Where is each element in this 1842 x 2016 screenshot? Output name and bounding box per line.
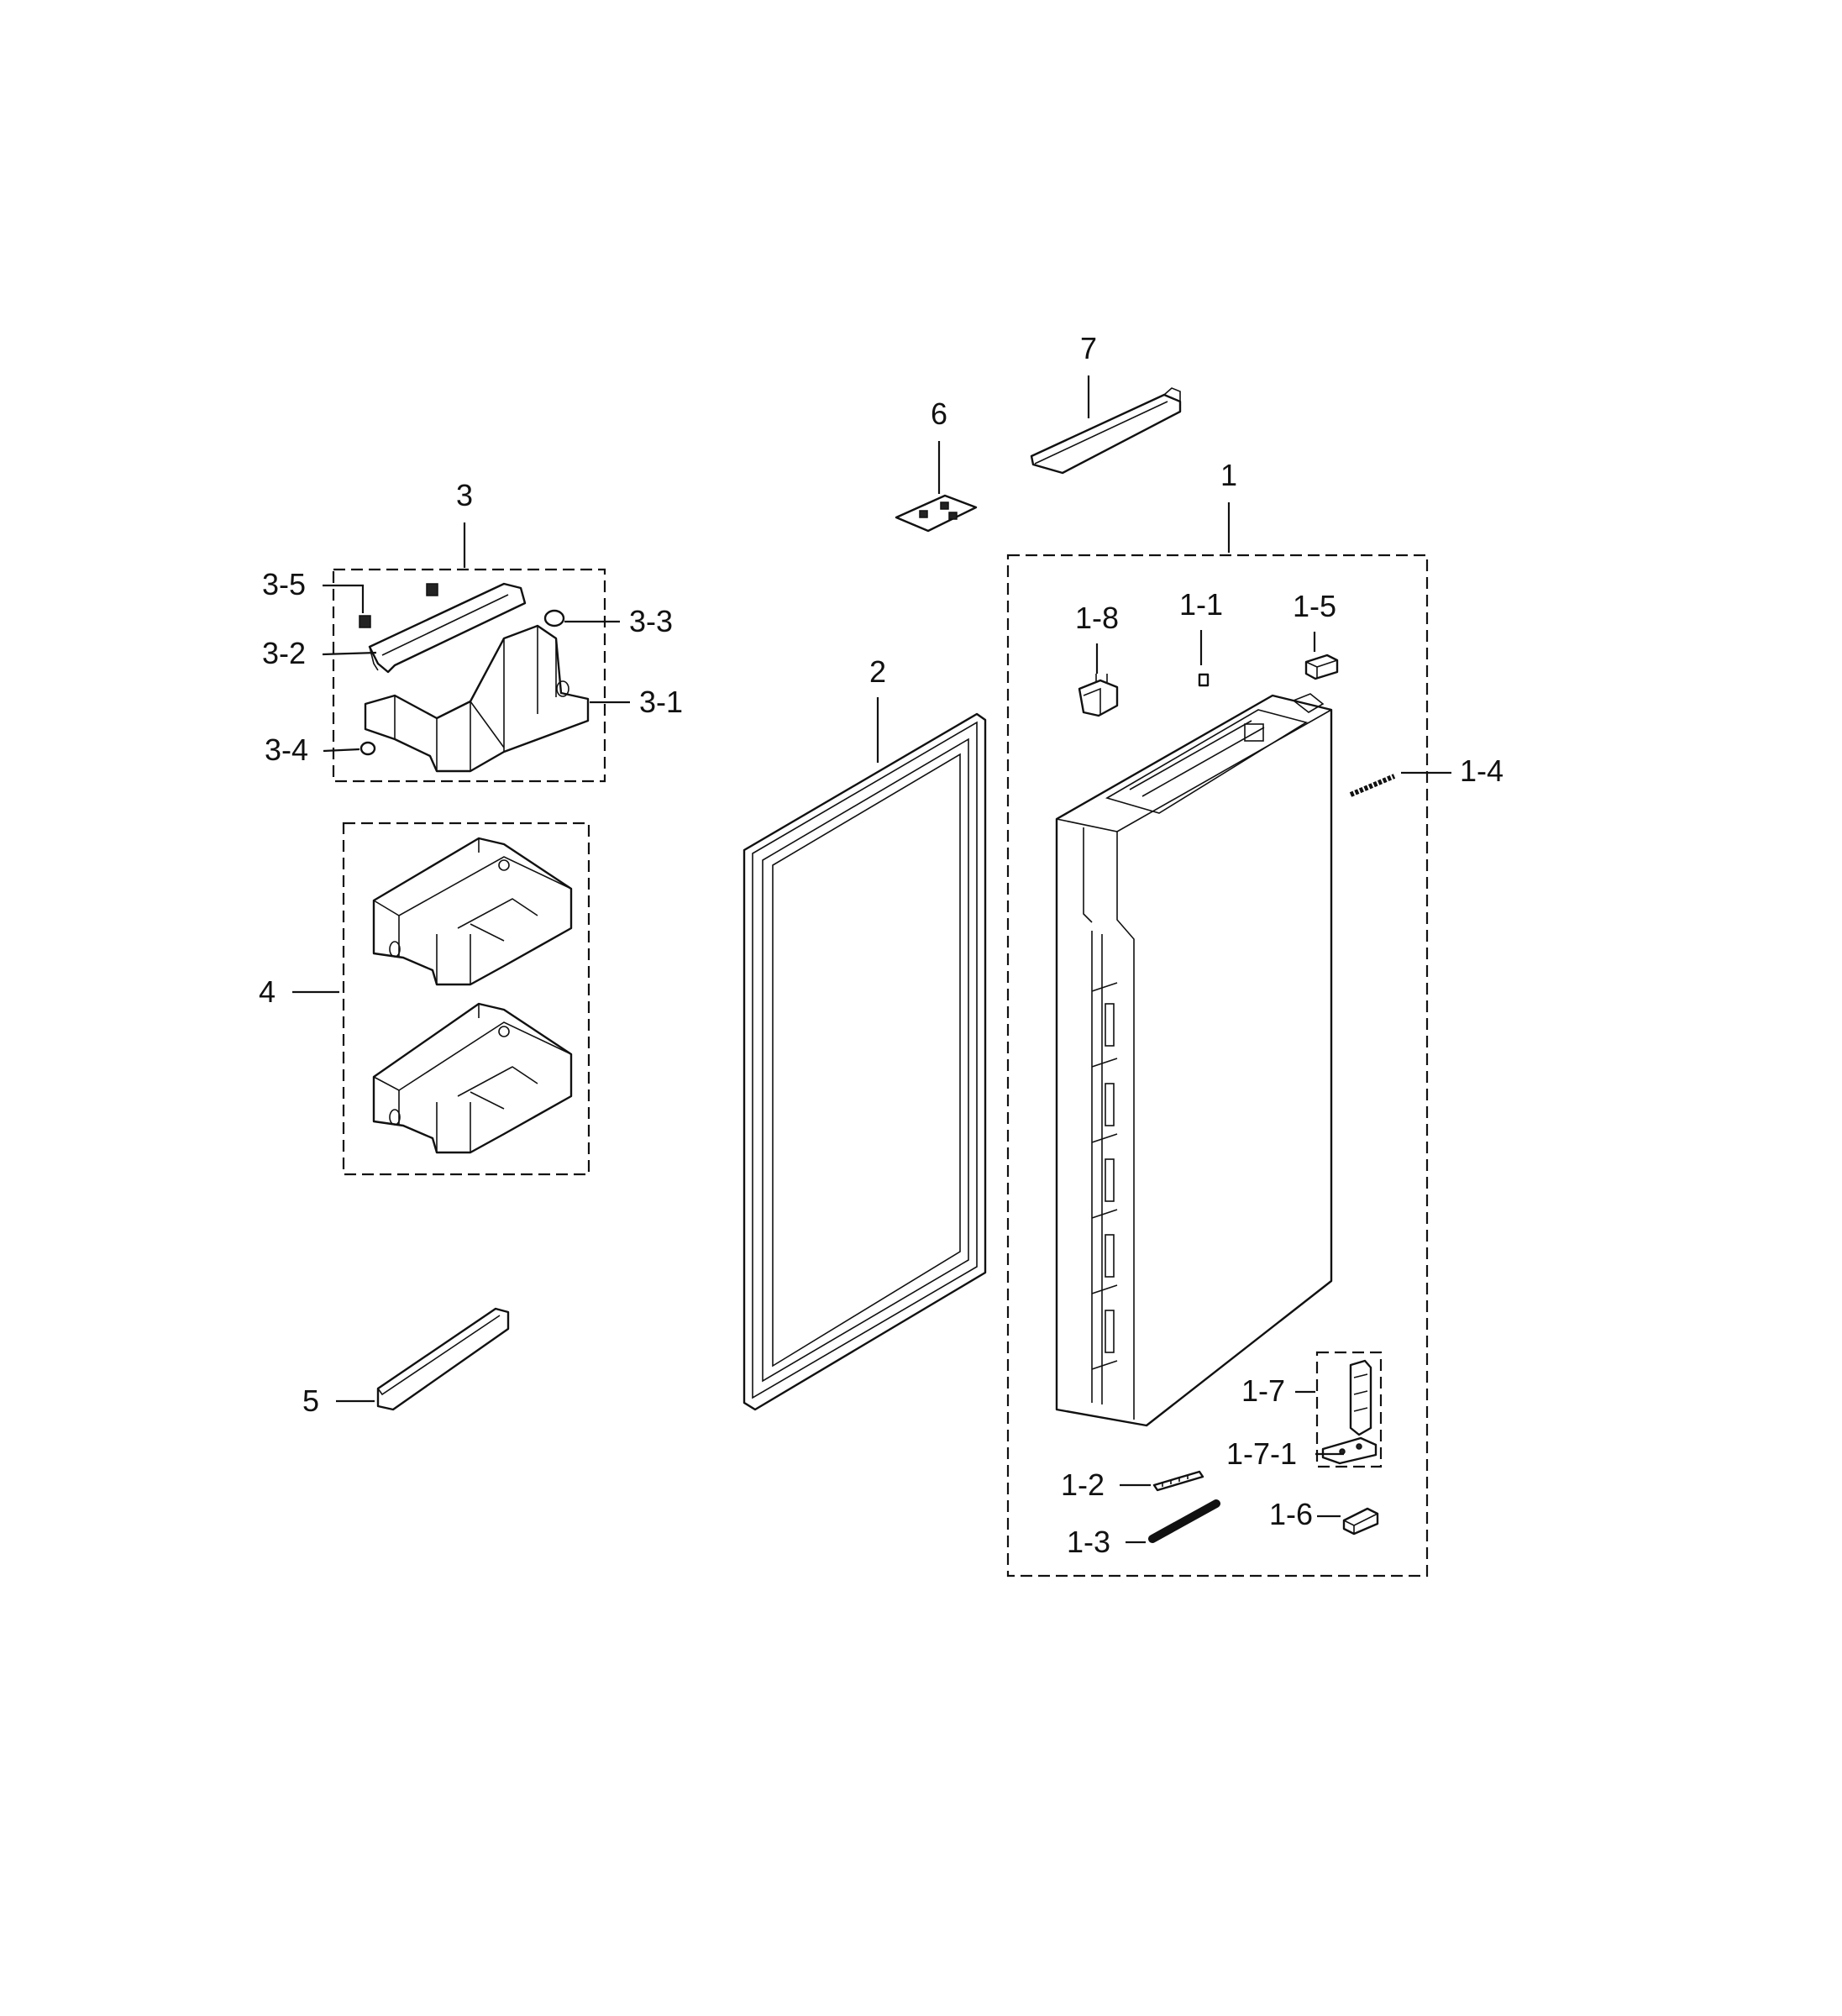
group-4-boundary bbox=[342, 822, 590, 1176]
part-3-1-bin bbox=[364, 624, 590, 773]
label-1-7-1: 1-7-1 bbox=[1226, 1436, 1297, 1471]
leader-3-4 bbox=[323, 748, 360, 753]
part-1-3-gasket-strip bbox=[1148, 1499, 1220, 1543]
part-4-bin-lower bbox=[372, 1002, 573, 1154]
group-1: 1 bbox=[1006, 458, 1504, 1578]
group-3-boundary bbox=[332, 568, 606, 783]
label-7: 7 bbox=[1080, 331, 1097, 365]
part-1-2-strip bbox=[1152, 1470, 1204, 1492]
label-3-3: 3-3 bbox=[629, 604, 673, 638]
label-1-1: 1-1 bbox=[1179, 587, 1223, 622]
part-3-2-cover bbox=[368, 582, 527, 674]
part-2-gasket bbox=[743, 712, 987, 1411]
part-3-3-cap bbox=[543, 609, 565, 627]
part-1-8-handle-clip bbox=[1078, 674, 1119, 717]
label-6: 6 bbox=[931, 396, 947, 431]
part-6-plate bbox=[895, 494, 978, 533]
label-4: 4 bbox=[259, 974, 276, 1009]
label-1-2: 1-2 bbox=[1061, 1467, 1105, 1502]
label-1-7: 1-7 bbox=[1241, 1373, 1285, 1408]
group-3: 3 3-5 3-2 3-3 bbox=[262, 478, 683, 783]
label-1-3: 1-3 bbox=[1067, 1525, 1110, 1559]
label-3-2: 3-2 bbox=[262, 636, 306, 670]
part-1-6-clip bbox=[1342, 1507, 1379, 1536]
part-1-5-block bbox=[1304, 654, 1339, 680]
part-5-bar bbox=[376, 1307, 510, 1411]
label-1-5: 1-5 bbox=[1293, 589, 1336, 623]
part-1-1-pin bbox=[1198, 673, 1210, 687]
part-4-bin-upper bbox=[372, 837, 573, 986]
part-1-door bbox=[1055, 693, 1333, 1427]
label-1-6: 1-6 bbox=[1269, 1497, 1313, 1531]
group-5: 5 bbox=[302, 1307, 510, 1418]
group-6: 6 bbox=[895, 396, 978, 533]
group-4: 4 bbox=[259, 822, 590, 1176]
group-1-boundary bbox=[1006, 554, 1429, 1578]
label-1-8: 1-8 bbox=[1075, 601, 1119, 635]
part-3-5-clip-b bbox=[426, 583, 438, 596]
label-2: 2 bbox=[869, 654, 886, 689]
part-1-7-1-bracket bbox=[1321, 1436, 1378, 1465]
part-3-4-cap bbox=[359, 741, 376, 756]
part-1-7-hinge bbox=[1349, 1359, 1372, 1436]
label-3-4: 3-4 bbox=[265, 732, 308, 767]
leader-3-2 bbox=[322, 651, 377, 656]
label-1: 1 bbox=[1220, 458, 1237, 492]
part-1-4-strip bbox=[1349, 774, 1396, 797]
label-3-1: 3-1 bbox=[639, 685, 683, 719]
label-3: 3 bbox=[456, 478, 473, 512]
leader-3-5 bbox=[323, 584, 365, 613]
part-3-5-clip bbox=[359, 615, 371, 628]
group-2: 2 bbox=[743, 654, 987, 1411]
label-5: 5 bbox=[302, 1383, 319, 1418]
part-7-cover bbox=[1030, 387, 1182, 475]
label-3-5: 3-5 bbox=[262, 567, 306, 601]
label-1-4: 1-4 bbox=[1460, 753, 1504, 788]
group-7: 7 bbox=[1030, 331, 1182, 475]
